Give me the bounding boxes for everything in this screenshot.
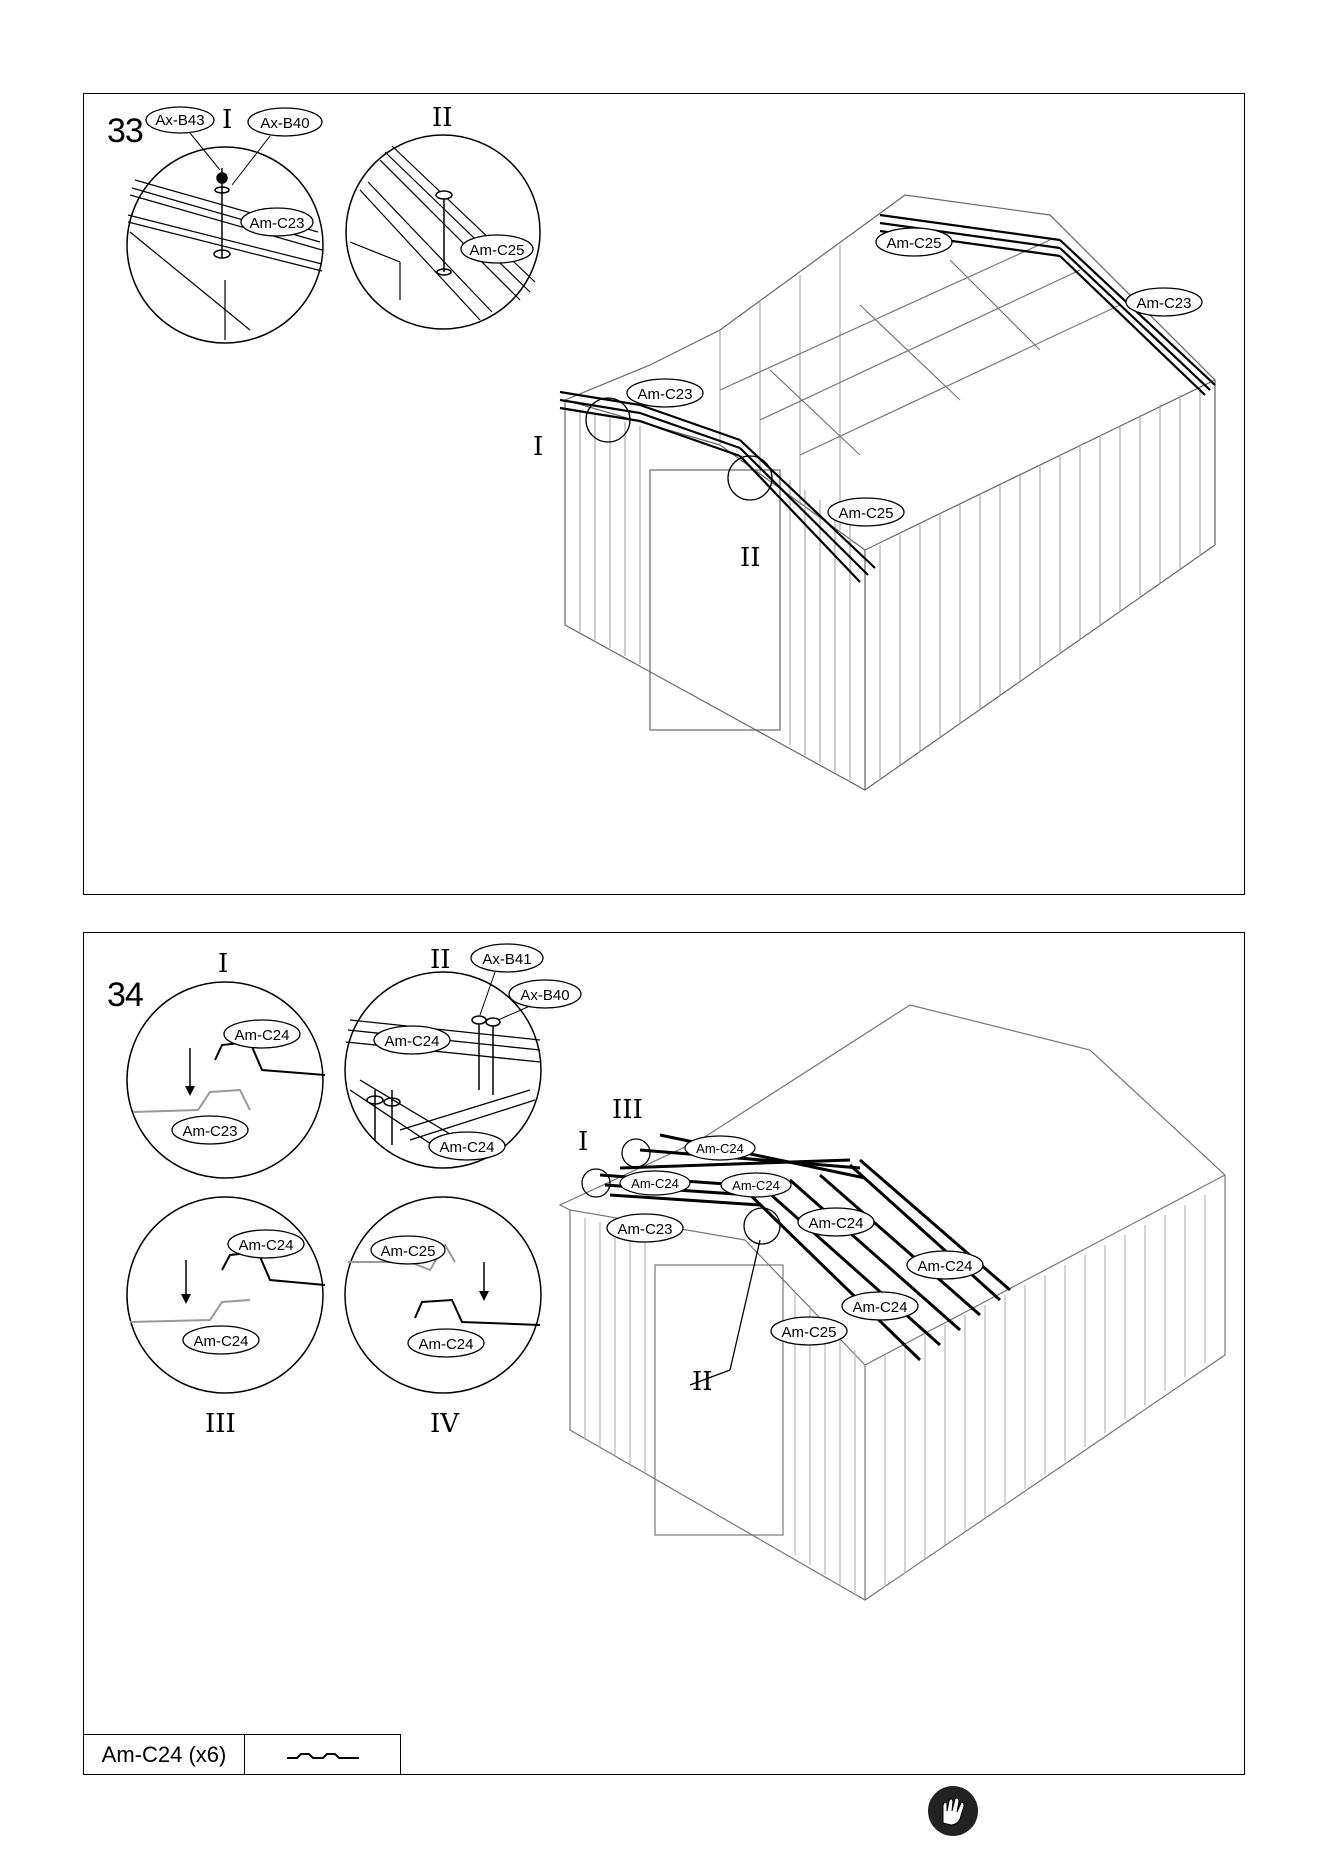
step-number: 33 bbox=[107, 112, 143, 150]
pointer-II-33: II bbox=[740, 543, 761, 573]
label-ax-b40: Ax-B40 bbox=[232, 108, 322, 185]
detail-I-numeral: I bbox=[222, 105, 232, 135]
label-ax-b43: Ax-B43 bbox=[146, 107, 220, 170]
pointer-I-33: I bbox=[533, 432, 543, 462]
svg-text:Am-C23: Am-C23 bbox=[637, 386, 692, 403]
label-am-c25-detail: Am-C25 bbox=[461, 235, 533, 263]
label-c23-right: Am-C23 bbox=[1126, 288, 1202, 316]
shed-33 bbox=[565, 195, 1215, 790]
svg-text:Ax-B40: Ax-B40 bbox=[260, 115, 309, 132]
svg-text:Am-C23: Am-C23 bbox=[249, 215, 304, 232]
step-34-panel bbox=[83, 932, 1245, 1775]
label-c25-front: Am-C25 bbox=[828, 498, 904, 526]
gloves-icon bbox=[928, 1786, 978, 1836]
svg-text:Am-C25: Am-C25 bbox=[886, 235, 941, 252]
roof-trim-front-33 bbox=[560, 392, 875, 582]
detail-II-circle bbox=[346, 135, 540, 329]
detail-II-numeral: II bbox=[432, 103, 453, 133]
parts-table: Am-C24 (x6) bbox=[83, 1734, 401, 1775]
corrugated-panel-icon bbox=[245, 1735, 400, 1774]
label-c25-top: Am-C25 bbox=[876, 228, 952, 256]
svg-text:Ax-B43: Ax-B43 bbox=[155, 112, 204, 129]
svg-text:Am-C25: Am-C25 bbox=[838, 505, 893, 522]
roof-frame-33 bbox=[720, 240, 1120, 455]
svg-text:Am-C23: Am-C23 bbox=[1136, 295, 1191, 312]
label-am-c23: Am-C23 bbox=[241, 208, 313, 236]
zoom-circle-I-33 bbox=[586, 398, 772, 500]
svg-text:Am-C25: Am-C25 bbox=[469, 242, 524, 259]
detail-I-circle bbox=[127, 147, 323, 343]
part-quantity-label: Am-C24 (x6) bbox=[84, 1735, 245, 1774]
label-c23-left: Am-C23 bbox=[627, 379, 703, 407]
